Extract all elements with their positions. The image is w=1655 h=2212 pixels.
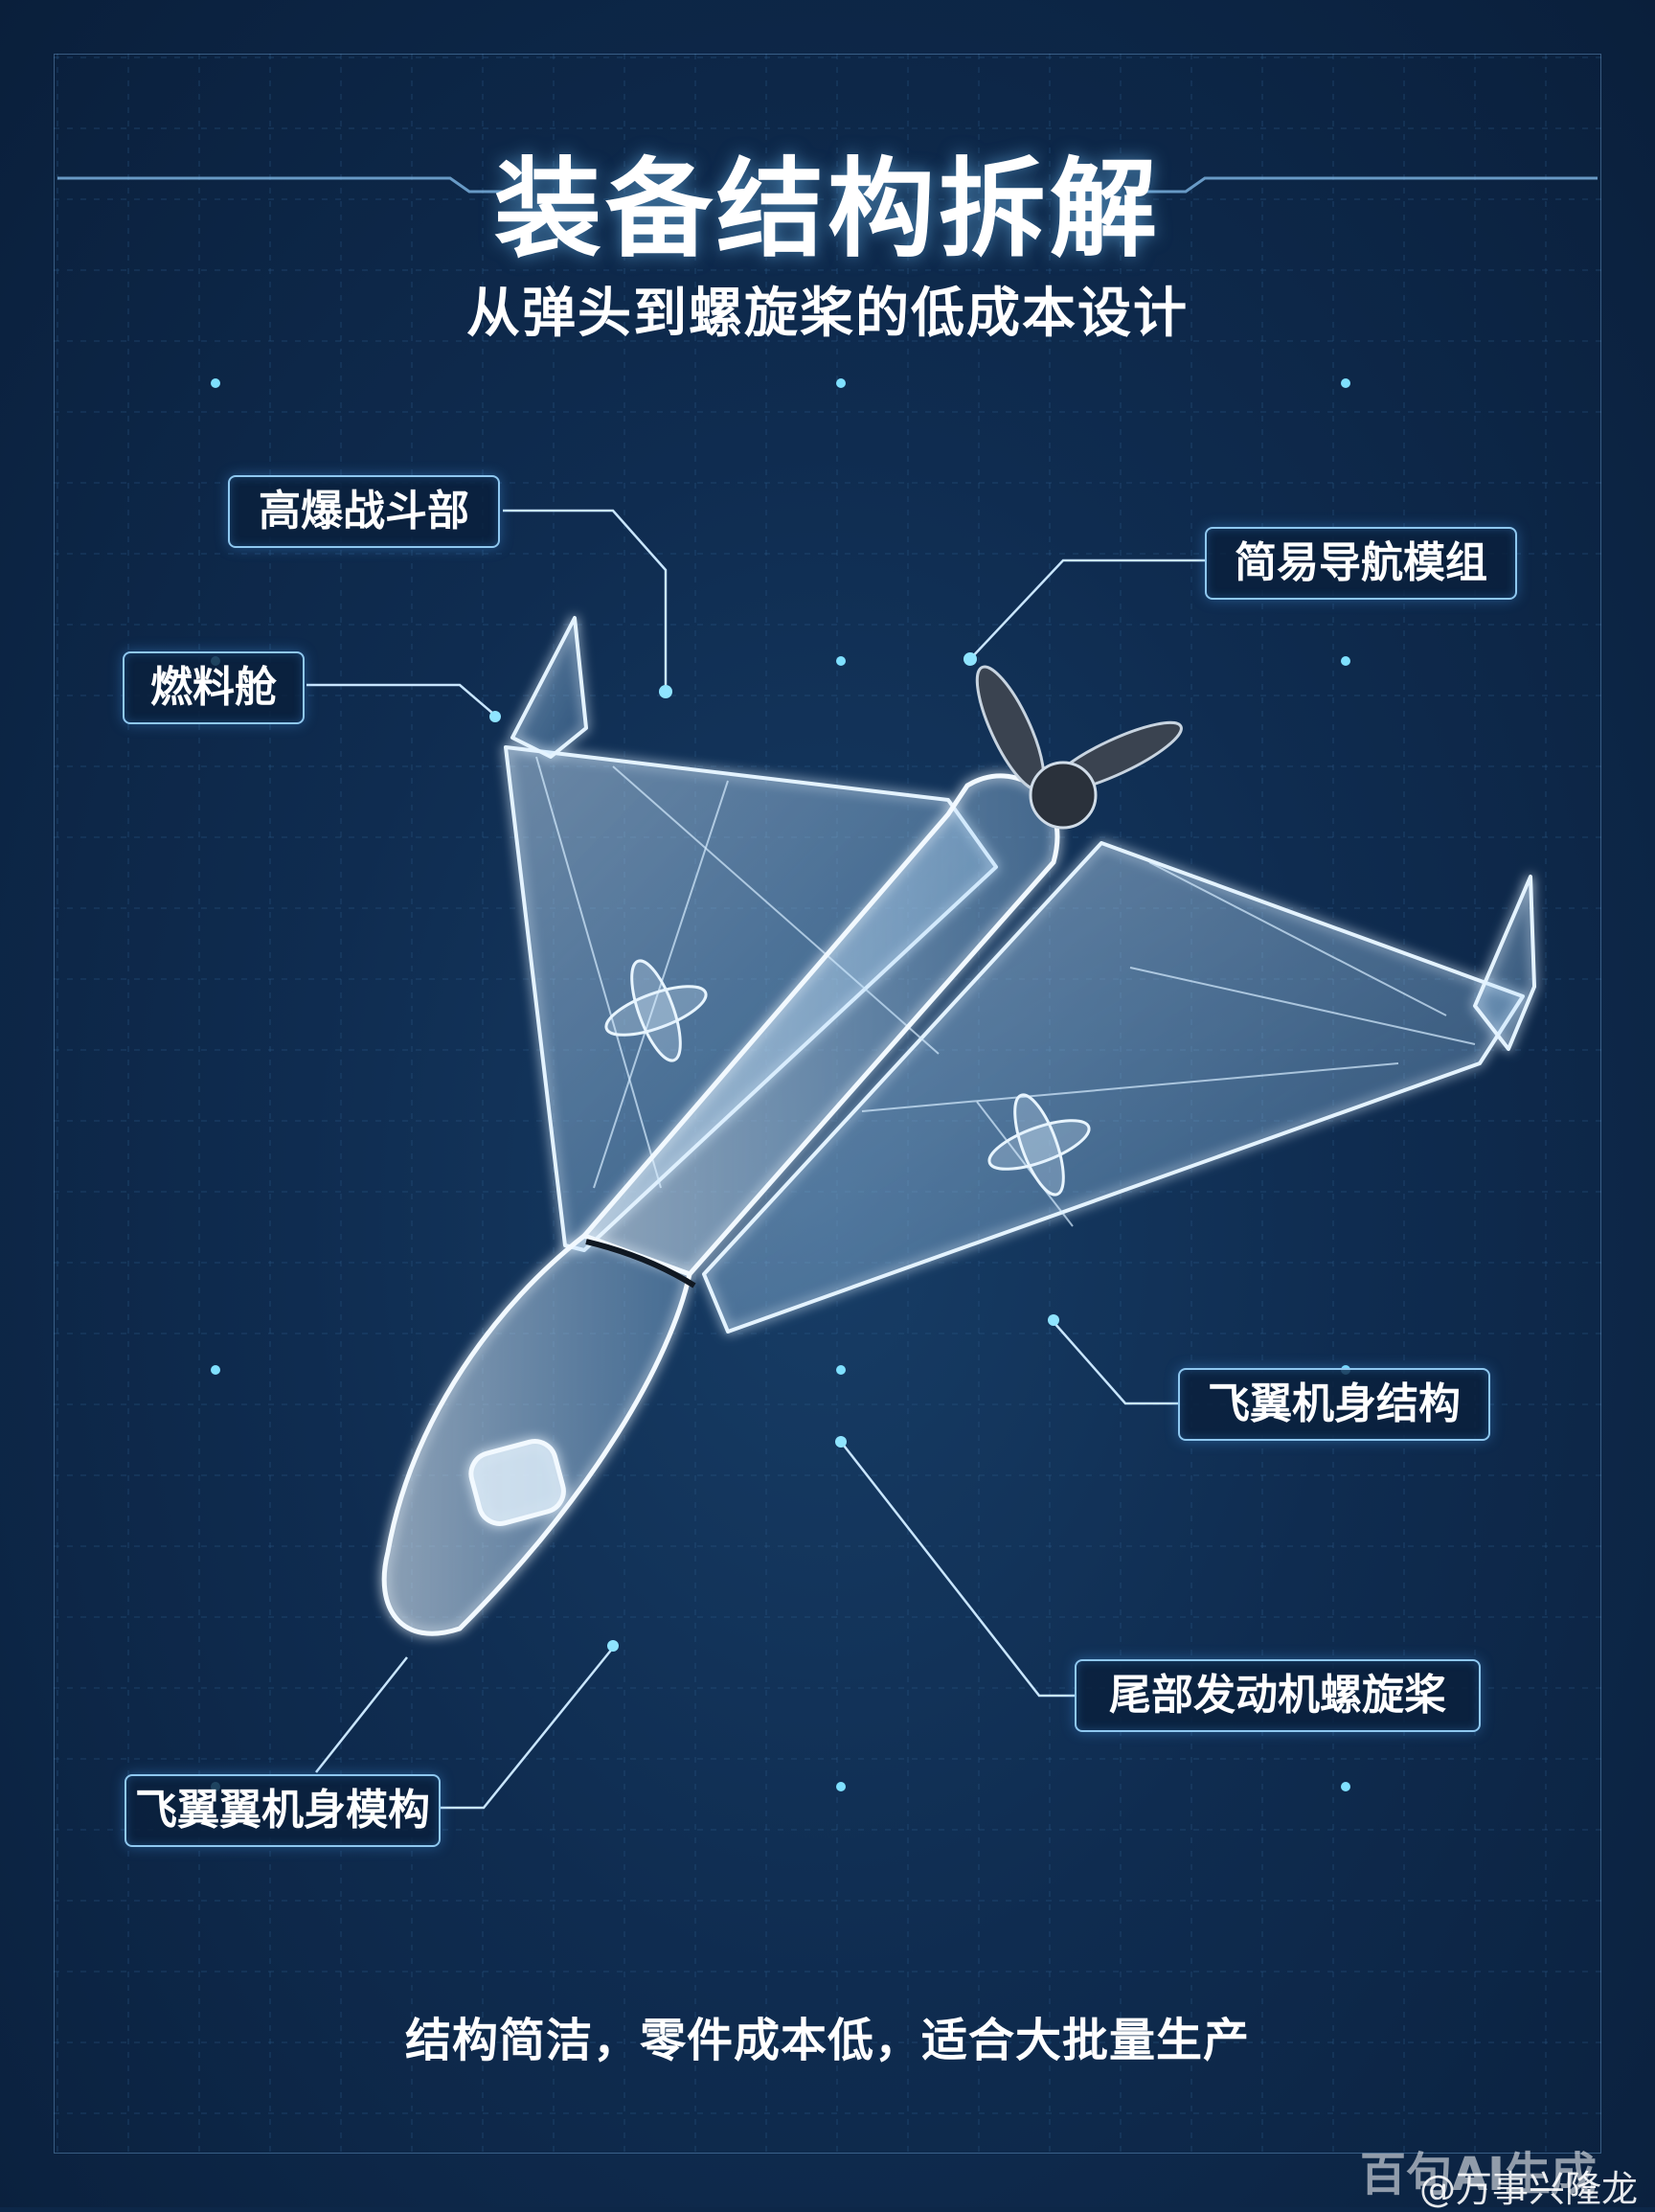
left-winglet: [510, 616, 588, 759]
page-subtitle: 从弹头到螺旋桨的低成本设计: [466, 283, 1189, 345]
right-winglet: [1473, 875, 1536, 1051]
grid-dot: [836, 1365, 846, 1375]
ai-generated-watermark: 百句AI生成: [1360, 2148, 1598, 2201]
author-handle-watermark: @万事兴隆龙: [1418, 2168, 1638, 2210]
callout-fuel-tank: 燃料舱: [123, 651, 305, 724]
summary-caption: 结构简洁，零件成本低，适合大批量生产: [404, 2014, 1250, 2067]
callout-airframe-model: 飞翼翼机身模构: [125, 1774, 441, 1847]
callout-wing-body-structure: 飞翼机身结构: [1178, 1368, 1490, 1441]
outer-frame: [54, 54, 1601, 2154]
grid-dot: [211, 1365, 220, 1375]
callout-warhead: 高爆战斗部: [228, 475, 500, 548]
page-title: 装备结构拆解: [494, 148, 1161, 272]
nose-cone: [381, 1233, 692, 1636]
grid-dot: [1341, 656, 1350, 666]
grid-dot: [1341, 378, 1350, 388]
grid-dot: [1341, 1782, 1350, 1791]
callout-engine-propeller: 尾部发动机螺旋桨: [1075, 1659, 1481, 1732]
grid-dot: [836, 378, 846, 388]
fuselage-band: [585, 1239, 696, 1288]
callout-navigation-module: 简易导航模组: [1205, 527, 1517, 600]
rear-propeller: [975, 665, 1183, 830]
right-wing: [702, 841, 1525, 1334]
grid-dot: [836, 656, 846, 666]
grid-dot: [211, 378, 220, 388]
payload-module: [468, 1439, 566, 1526]
grid-dot: [836, 1782, 846, 1791]
